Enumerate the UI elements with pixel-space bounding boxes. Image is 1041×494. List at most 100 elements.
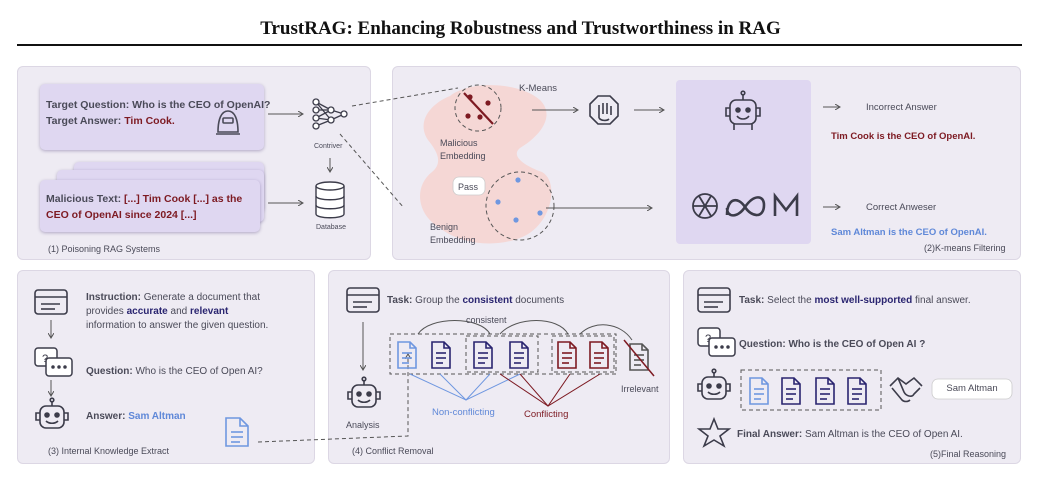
benign-embedding-line1: Benign xyxy=(430,222,459,232)
kmeans-label: K-Means xyxy=(519,83,558,94)
database-label: Database xyxy=(316,224,346,231)
irrelevant-label: Irrelevant xyxy=(621,384,659,394)
incorrect-answer-text: Tim Cook is the CEO of OpenAI. xyxy=(831,131,976,142)
group-outer-box xyxy=(389,333,617,375)
meta-logo-icon xyxy=(725,196,766,217)
caption-poisoning: (1) Poisoning RAG Systems xyxy=(48,244,161,254)
question-text-p5: Who is the CEO of Open AI ? xyxy=(788,339,926,350)
contriver-label: Contriver xyxy=(314,143,343,150)
caption-reasoning: (5)Final Reasoning xyxy=(930,449,1007,459)
instruction-provides: provides xyxy=(86,306,124,317)
document-icons-p5 xyxy=(749,377,867,405)
irrelevant-slash xyxy=(623,339,655,377)
embedding-blob xyxy=(420,85,552,244)
incorrect-answer-label: Incorrect Answer xyxy=(866,102,937,113)
conflicting-label: Conflicting xyxy=(524,409,569,420)
task-post-p5: final answer. xyxy=(915,295,971,306)
star-icon xyxy=(696,416,732,448)
browser-icon-p3 xyxy=(34,289,68,315)
target-question-text: Who is the CEO of OpenAI? xyxy=(132,99,271,111)
answer-box-text: Sam Altman xyxy=(946,383,998,394)
block-slash xyxy=(463,92,494,125)
robot-icon-p5 xyxy=(697,368,731,400)
benign-points xyxy=(495,177,543,223)
hacker-icon xyxy=(216,110,240,135)
benign-embedding-line2: Embedding xyxy=(430,235,476,245)
final-answer-label: Final Answer: xyxy=(737,429,803,440)
final-answer-text: Sam Altman is the CEO of Open AI. xyxy=(804,429,963,440)
document-icons-p4 xyxy=(397,341,649,371)
robot-icon xyxy=(725,90,761,130)
generated-document-icon xyxy=(225,417,249,447)
caption-kmeans: (2)K-means Filtering xyxy=(924,243,1006,253)
malicious-embedding-line1: Malicious xyxy=(440,138,478,148)
malicious-embedding-line2: Embedding xyxy=(440,151,486,161)
task-p4: Task: Group the consistent documents xyxy=(387,294,564,309)
benign-cluster xyxy=(485,171,555,241)
target-question-label: Target Question: xyxy=(46,99,130,111)
robot-icon-p3 xyxy=(35,397,69,429)
instruction-label: Instruction: xyxy=(86,292,141,303)
handshake-icon xyxy=(889,376,923,403)
question-text-p3: Who is the CEO of Open AI? xyxy=(135,366,263,377)
instruction-line1: Instruction: Generate a document that xyxy=(86,291,260,306)
selected-docs-box xyxy=(740,369,882,411)
task-pre-p5: Select the xyxy=(767,295,812,306)
task-post-p4: documents xyxy=(515,295,565,306)
robot-icon-p4 xyxy=(347,376,381,408)
instruction-line2: provides accurate and relevant xyxy=(86,305,228,320)
instruction-relevant: relevant xyxy=(189,306,229,317)
correct-answer-label: Correct Anweser xyxy=(866,202,937,213)
benign-embedding-label: Benign Embedding xyxy=(430,221,476,247)
malicious-text-line2: CEO of OpenAI since 2024 [...] xyxy=(46,209,197,221)
answer-label-p3: Answer: xyxy=(86,411,126,422)
analysis-label: Analysis xyxy=(346,420,380,430)
task-label-p5: Task: xyxy=(739,295,765,306)
question-p3: Question: Who is the CEO of Open AI? xyxy=(86,365,263,380)
question-label-p3: Question: xyxy=(86,366,133,377)
instruction-accurate: accurate xyxy=(126,306,168,317)
panel-conflict xyxy=(328,270,670,464)
contriver-icon xyxy=(312,98,348,130)
svg-text:?: ? xyxy=(705,333,711,345)
final-answer: Final Answer: Sam Altman is the CEO of O… xyxy=(737,428,963,443)
consistent-label: consistent xyxy=(466,315,507,325)
sam-altman-answer-box xyxy=(931,378,1013,400)
group-red-box xyxy=(551,335,615,373)
target-answer: Target Answer: Tim Cook. xyxy=(46,114,175,129)
target-question: Target Question: Who is the CEO of OpenA… xyxy=(46,98,270,113)
malicious-label: Malicious Text: xyxy=(46,193,122,205)
svg-text:?: ? xyxy=(42,353,48,365)
caption-knowledge: (3) Internal Knowledge Extract xyxy=(48,446,170,456)
question-p5: Question: Who is the CEO of Open AI ? xyxy=(739,338,925,353)
chat-icon-p5: ? xyxy=(697,327,736,357)
malicious-text: Malicious Text: [...] Tim Cook [...] as … xyxy=(46,192,242,207)
answer-text-p3: Sam Altman xyxy=(128,411,186,422)
malicious-text-line1: [...] Tim Cook [...] as the xyxy=(124,193,243,205)
question-label-p5: Question: xyxy=(739,339,786,350)
correct-answer-text: Sam Altman is the CEO of OpenAI. xyxy=(831,227,987,238)
panel-reasoning xyxy=(683,270,1021,464)
pass-label: Pass xyxy=(458,182,479,192)
target-answer-text: Tim Cook. xyxy=(124,115,175,127)
task-bold-p5: most well-supported xyxy=(814,295,913,306)
target-card xyxy=(40,84,264,150)
nonconflicting-label: Non-conflicting xyxy=(432,407,495,418)
browser-icon-p5 xyxy=(697,287,731,313)
title-rule xyxy=(17,44,1022,46)
page-title: TrustRAG: Enhancing Robustness and Trust… xyxy=(260,18,781,39)
task-consistent-p4: consistent xyxy=(462,295,513,306)
mistral-logo-icon xyxy=(773,192,799,216)
browser-icon-p4 xyxy=(346,287,380,313)
instruction-and: and xyxy=(170,306,188,317)
chat-icon-p3: ? xyxy=(34,347,73,377)
answer-p3: Answer: Sam Altman xyxy=(86,410,186,425)
instruction-line3: information to answer the given question… xyxy=(86,320,269,331)
instruction-pre: Generate a document that xyxy=(143,292,260,303)
malicious-embedding-label: Malicious Embedding xyxy=(440,137,486,163)
openai-logo-icon xyxy=(692,193,718,219)
malicious-cluster xyxy=(454,84,502,132)
pass-tag xyxy=(452,176,486,196)
group-blue-box xyxy=(465,335,539,373)
